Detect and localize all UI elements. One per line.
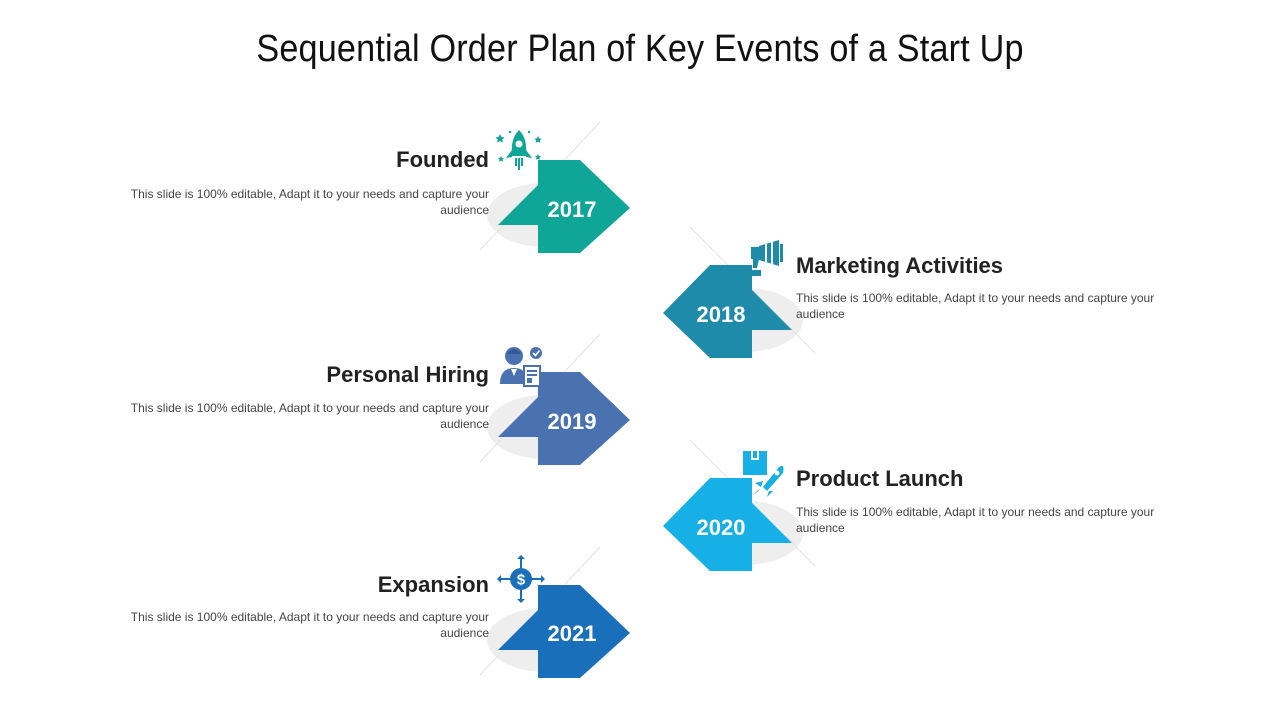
- step-heading: Founded: [396, 147, 489, 172]
- step-arrow: [663, 478, 792, 571]
- step-description: This slide is 100% editable, Adapt it to…: [796, 505, 1155, 535]
- rocket-icon: [495, 130, 542, 170]
- arrow-shape: [479, 546, 630, 678]
- step-description: This slide is 100% editable, Adapt it to…: [796, 291, 1155, 321]
- step-year: 2019: [547, 409, 597, 434]
- step-heading: Personal Hiring: [326, 362, 489, 387]
- step-arrow: [498, 372, 630, 465]
- arrow-shape: [663, 226, 816, 358]
- dollar-expansion-icon: $: [497, 555, 545, 603]
- step-year: 2020: [696, 515, 746, 540]
- arrow-shape: [663, 439, 816, 571]
- page-title: Sequential Order Plan of Key Events of a…: [256, 28, 1024, 70]
- step-description: This slide is 100% editable, Adapt it to…: [130, 187, 489, 217]
- step-year: 2017: [547, 197, 597, 222]
- recruitment-icon: [500, 347, 542, 387]
- product-launch-icon: [743, 451, 784, 497]
- step-arrow: [498, 585, 630, 678]
- step-description: This slide is 100% editable, Adapt it to…: [130, 610, 489, 640]
- step-year: 2021: [547, 621, 597, 646]
- svg-text:$: $: [517, 572, 526, 589]
- step-heading: Marketing Activities: [796, 253, 1004, 278]
- step-year: 2018: [696, 302, 746, 327]
- arrow-shape: [479, 121, 630, 253]
- megaphone-icon: [745, 240, 783, 276]
- step-heading: Expansion: [377, 572, 489, 597]
- step-arrow: [663, 265, 792, 358]
- step-arrow: [498, 160, 630, 253]
- step-description: This slide is 100% editable, Adapt it to…: [130, 401, 489, 431]
- step-heading: Product Launch: [796, 466, 964, 491]
- arrow-shape: [479, 333, 630, 465]
